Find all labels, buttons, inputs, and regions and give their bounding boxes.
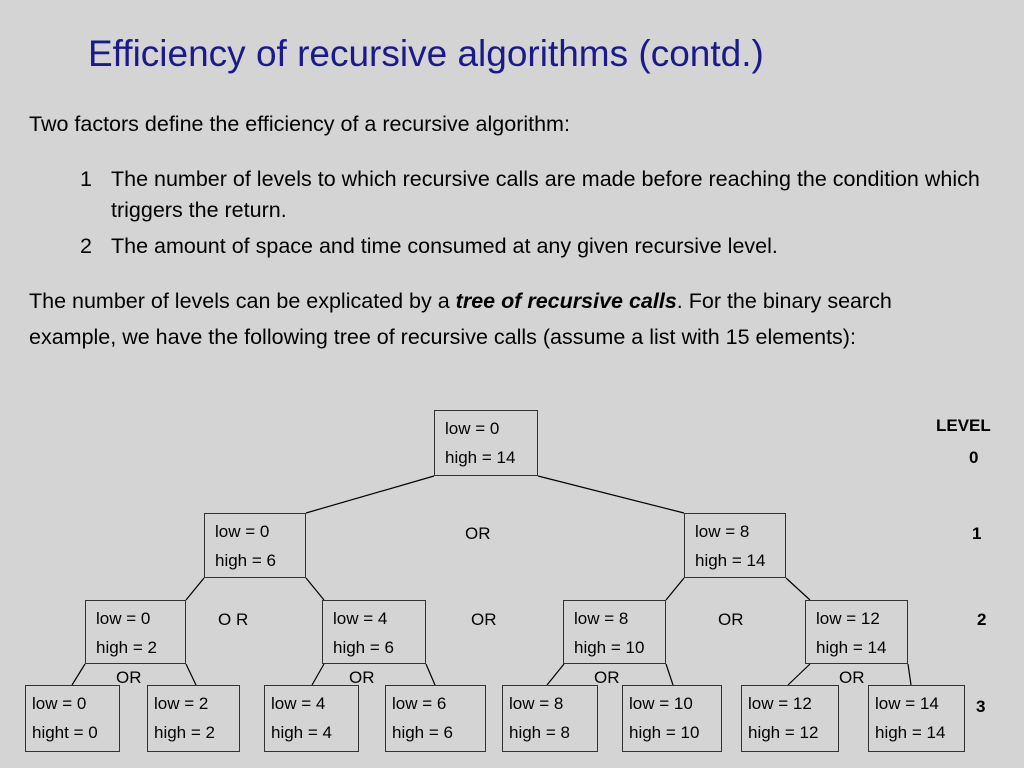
para-text-before: The number of levels can be explicated b… [29, 289, 456, 313]
tree-edge [425, 663, 436, 686]
tree-node: low = 10 high = 10 [622, 685, 722, 752]
tree-node: low = 4 high = 6 [322, 600, 426, 664]
or-label: OR [116, 668, 142, 687]
tree-edge [185, 577, 205, 601]
tree-node: low = 4 high = 4 [264, 685, 359, 752]
para-emphasis: tree of recursive calls [455, 289, 677, 313]
node-high: high = 6 [392, 723, 453, 742]
factor-text: The number of levels to which recursive … [111, 167, 980, 222]
para-text-after: . For the binary search example, we have… [29, 289, 892, 349]
or-label: OR [594, 668, 620, 687]
node-high: high = 14 [816, 638, 887, 657]
node-low: low = 2 [154, 694, 209, 713]
factor-item: 2 The amount of space and time consumed … [80, 231, 980, 262]
tree-node: low = 12 high = 14 [805, 600, 908, 664]
or-label: OR [839, 668, 865, 687]
tree-node: low = 0 high = 14 [434, 410, 538, 476]
tree-node: low = 0 high = 2 [85, 600, 186, 664]
factor-list: 1 The number of levels to which recursiv… [80, 164, 980, 267]
level-number: 2 [977, 610, 987, 629]
node-low: low = 8 [574, 609, 629, 628]
tree-edge [546, 663, 565, 686]
node-high: high = 4 [271, 723, 332, 742]
node-high: high = 10 [574, 638, 645, 657]
tree-node: low = 8 high = 14 [684, 513, 786, 578]
tree-node: low = 8 high = 8 [502, 685, 598, 752]
intro-text: Two factors define the efficiency of a r… [29, 112, 570, 136]
or-label: OR [718, 610, 744, 629]
node-high: high = 2 [154, 723, 215, 742]
level-number: 0 [969, 448, 979, 467]
node-low: low = 12 [748, 694, 812, 713]
factor-number: 1 [80, 167, 92, 191]
node-high: high = 14 [445, 448, 516, 467]
node-low: low = 4 [271, 694, 326, 713]
tree-edge [665, 577, 685, 601]
tree-edge [665, 663, 674, 686]
node-low: low = 0 [96, 609, 151, 628]
tree-node: low = 6 high = 6 [385, 685, 486, 752]
tree-edge [311, 663, 325, 686]
factor-number: 2 [80, 234, 92, 258]
tree-edge [907, 663, 912, 686]
tree-node: low = 12 high = 12 [741, 685, 839, 752]
tree-node: low = 0 hight = 0 [25, 685, 120, 752]
node-low: low = 10 [629, 694, 693, 713]
factor-item: 1 The number of levels to which recursiv… [80, 164, 980, 226]
node-low: low = 12 [816, 609, 880, 628]
tree-edge [305, 475, 435, 514]
node-high: high = 2 [96, 638, 157, 657]
node-low: low = 8 [695, 522, 750, 541]
tree-edge [71, 663, 86, 686]
tree-description: The number of levels can be explicated b… [29, 283, 929, 355]
node-low: low = 6 [392, 694, 447, 713]
tree-edge [785, 577, 811, 601]
node-low: low = 0 [32, 694, 87, 713]
node-high: high = 6 [215, 551, 276, 570]
node-high: high = 6 [333, 638, 394, 657]
tree-node: low = 0 high = 6 [204, 513, 306, 578]
tree-edge [787, 663, 811, 686]
node-high: high = 12 [748, 723, 819, 742]
slide-title: Efficiency of recursive algorithms (cont… [88, 33, 764, 74]
or-label: O R [218, 610, 249, 629]
node-high: hight = 0 [32, 723, 98, 742]
level-number: 1 [972, 524, 982, 543]
node-low: low = 4 [333, 609, 388, 628]
node-high: high = 14 [875, 723, 946, 742]
node-low: low = 14 [875, 694, 939, 713]
tree-edge [185, 663, 197, 686]
tree-node: low = 14 high = 14 [868, 685, 965, 752]
node-low: low = 0 [215, 522, 270, 541]
factor-text: The amount of space and time consumed at… [111, 234, 778, 258]
node-high: high = 10 [629, 723, 700, 742]
tree-node: low = 2 high = 2 [147, 685, 240, 752]
or-label: OR [349, 668, 375, 687]
tree-node: low = 8 high = 10 [563, 600, 666, 664]
level-header: LEVEL [936, 416, 991, 435]
node-low: low = 0 [445, 419, 500, 438]
node-high: high = 14 [695, 551, 766, 570]
node-high: high = 8 [509, 723, 570, 742]
level-number: 3 [976, 697, 986, 716]
tree-edge [305, 577, 325, 601]
or-label: OR [465, 524, 491, 543]
node-low: low = 8 [509, 694, 564, 713]
tree-edge [537, 475, 685, 514]
or-label: OR [471, 610, 497, 629]
